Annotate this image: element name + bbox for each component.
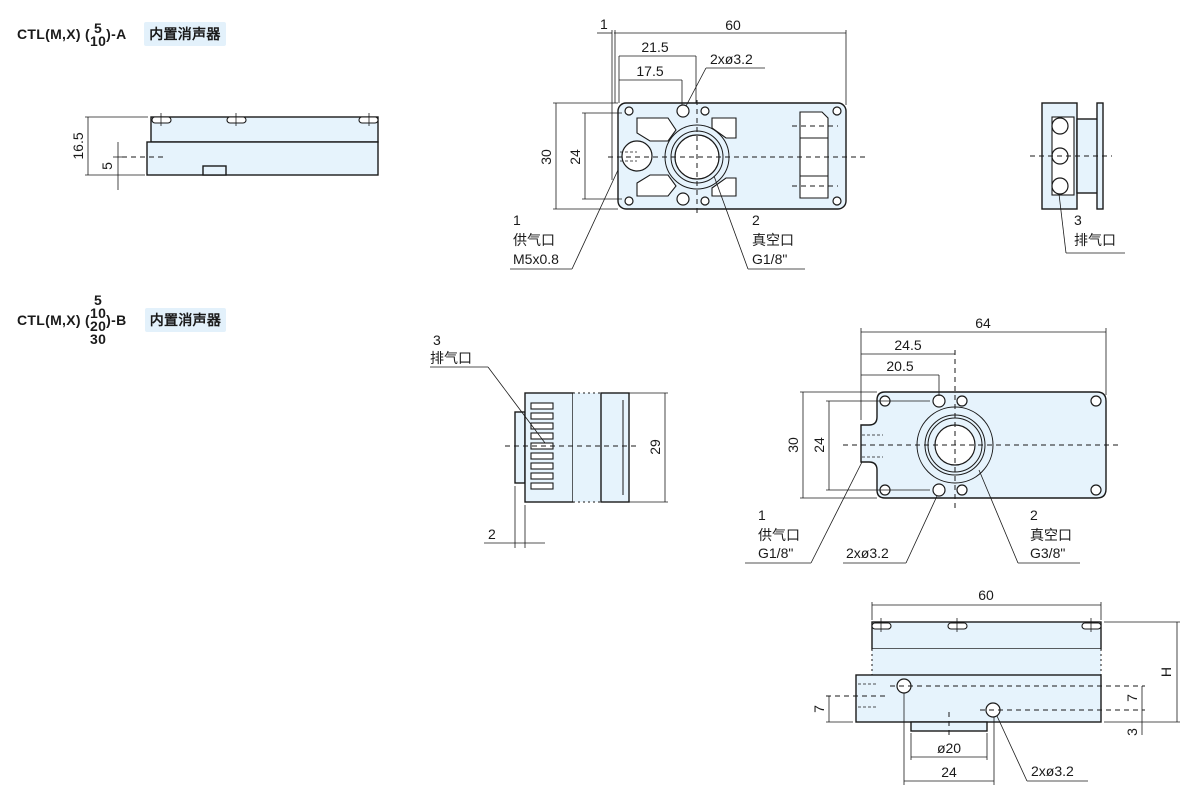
dim-20-5: 20.5	[886, 358, 913, 374]
muffler-tag: 内置消声器	[144, 22, 226, 46]
dim-2: 2	[488, 526, 496, 542]
dim-24: 24	[811, 437, 827, 453]
holes-label: 2xø3.2	[1031, 763, 1074, 779]
screw-heads	[871, 618, 1102, 632]
port3-num: 3	[433, 332, 441, 348]
port1-name: 供气口	[758, 527, 800, 543]
supply-port	[621, 140, 653, 172]
dim-24: 24	[941, 764, 957, 780]
view-a-side: 16.5 5	[70, 113, 379, 190]
dim-24-5: 24.5	[894, 337, 921, 353]
view-a-end: 3 排气口	[1030, 102, 1125, 254]
bottom-tab	[202, 165, 227, 176]
port2-num: 2	[752, 212, 760, 228]
port2-name: 真空口	[752, 232, 794, 248]
mounting-holes	[624, 104, 842, 206]
dim-7-left: 7	[811, 705, 827, 713]
port1-num: 1	[758, 507, 766, 523]
port1-spec: M5x0.8	[513, 251, 559, 267]
dim-30: 30	[538, 149, 554, 165]
holes-label: 2xø3.2	[710, 51, 753, 67]
dim-17-5: 17.5	[636, 63, 663, 79]
view-b-side: 29 2 3 排气口	[430, 332, 668, 548]
model-suffix: )-A	[106, 26, 126, 42]
dim-3: 3	[1124, 728, 1140, 736]
dim-7-right: 7	[1124, 694, 1140, 702]
port3-num: 3	[1074, 212, 1082, 228]
port2-spec: G1/8"	[752, 251, 787, 267]
dim-1: 1	[600, 16, 608, 32]
dim-30: 30	[785, 437, 801, 453]
dim-h: H	[1158, 667, 1174, 677]
port1-num: 1	[513, 212, 521, 228]
port3-name: 排气口	[430, 350, 472, 366]
dim-21-5: 21.5	[641, 39, 668, 55]
dim-phi20: ø20	[937, 740, 961, 756]
holes-label: 2xø3.2	[846, 545, 889, 561]
port3-name: 排气口	[1074, 232, 1116, 248]
dim-64: 64	[975, 315, 991, 331]
model-prefix: CTL(M,X) (	[17, 26, 90, 42]
view-b-top: 64 24.5 20.5 30 24 1 供气口 G1/8" 2xø3.2 2 …	[745, 315, 1122, 564]
dim-24: 24	[567, 149, 583, 165]
dim-60: 60	[978, 587, 994, 603]
dim-5: 5	[99, 162, 115, 170]
dim-29: 29	[647, 439, 663, 455]
view-b-front: 60 H 7 7 3 ø20 24 2xø3.2	[811, 587, 1180, 785]
model-prefix: CTL(M,X) (	[17, 312, 90, 328]
upper-block	[150, 116, 379, 143]
dim-60: 60	[725, 17, 741, 33]
port1-spec: G1/8"	[758, 545, 793, 561]
muffler-tag: 内置消声器	[144, 308, 227, 332]
port2-spec: G3/8"	[1030, 545, 1065, 561]
port1-name: 供气口	[513, 232, 555, 248]
view-a-top: 1 60 21.5 17.5 2xø3.2 30 24 1 供气口 M5x0.8…	[510, 16, 866, 270]
model-suffix: )-B	[106, 312, 127, 328]
lower-block	[146, 141, 379, 176]
dim-16-5: 16.5	[70, 132, 86, 159]
screw-heads	[151, 113, 379, 126]
port2-name: 真空口	[1030, 527, 1072, 543]
port2-num: 2	[1030, 507, 1038, 523]
